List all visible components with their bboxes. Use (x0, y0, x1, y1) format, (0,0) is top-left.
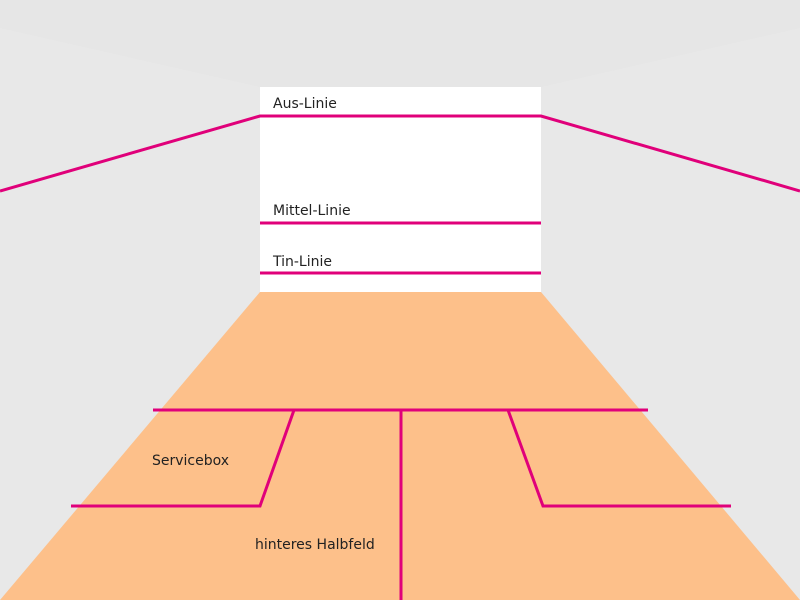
left-service-box-line (71, 409, 296, 508)
front-wall (260, 87, 541, 292)
out-line (0, 114, 800, 193)
ceiling (0, 0, 800, 87)
tin-line-label: Tin-Linie (272, 254, 332, 270)
back-half-label: hinteres Halbfeld (255, 537, 375, 553)
out-line-label: Aus-Linie (273, 96, 337, 112)
right-service-box-line (506, 409, 731, 508)
middle-line-label: Mittel-Linie (273, 203, 351, 219)
service-box-label: Servicebox (152, 453, 229, 469)
